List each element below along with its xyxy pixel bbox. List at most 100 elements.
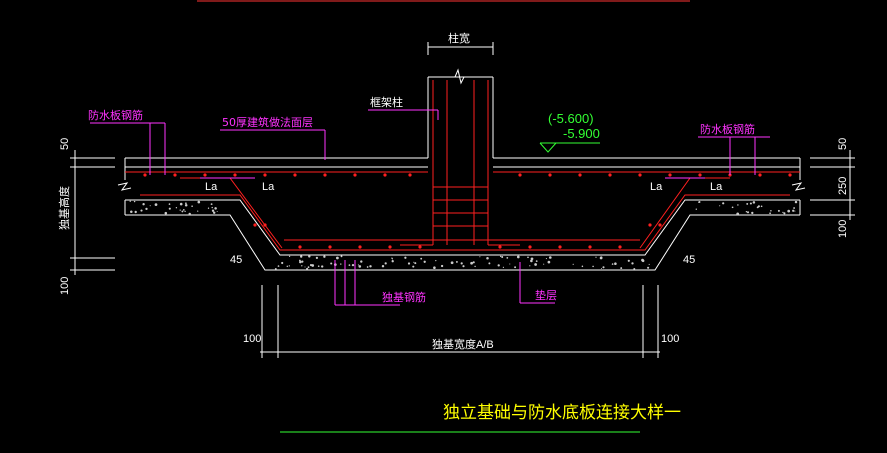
rebar-dot [388, 245, 392, 249]
hatch-dot [191, 205, 193, 207]
angle-right-label: 45 [683, 254, 695, 266]
hatch-dot [506, 257, 509, 259]
dim-bottom-left-100: 100 [243, 333, 261, 345]
hatch-dot [420, 257, 423, 260]
cushion-label: 垫层 [535, 288, 557, 302]
hatch-dot [737, 204, 739, 206]
dim-right-250: 250 [837, 177, 849, 195]
hatch-dot [592, 265, 594, 268]
hatch-dot [782, 211, 784, 214]
hatch-dot [497, 264, 500, 267]
hatch-dot [308, 255, 311, 258]
hatch-dot [179, 202, 183, 206]
rebar-dot [648, 223, 652, 227]
surface-layer-label: 50厚建筑做法面层 [222, 115, 313, 129]
waterproof-rebar-left-label: 防水板钢筋 [88, 108, 143, 122]
rebar-dot [233, 173, 237, 177]
hatch-dot [323, 255, 326, 258]
hatch-dot [140, 209, 143, 212]
hatch-dot [731, 206, 734, 209]
hatch-dot [435, 260, 437, 262]
hatch-dot [530, 259, 533, 263]
hatch-dot [301, 265, 303, 267]
hatch-dot [535, 260, 538, 262]
hatch-dot [175, 207, 178, 209]
hatch-dot [697, 201, 700, 203]
rebar-dot [323, 173, 327, 177]
hatch-dot [340, 255, 343, 258]
hatch-dot [149, 205, 151, 207]
hatch-dot [317, 265, 320, 267]
hatch-dot [547, 260, 551, 264]
la-label-4: La [710, 181, 723, 193]
hatch-dot [752, 201, 756, 204]
hatch-dot [299, 260, 302, 264]
hatch-dot [470, 261, 473, 265]
hatch-dot [211, 209, 215, 212]
hatch-dot [197, 200, 201, 204]
hatch-dot [134, 210, 137, 214]
hatch-dot [216, 211, 218, 212]
hatch-dot [321, 265, 324, 268]
dim-left-100: 100 [59, 277, 71, 295]
angle-left-label: 45 [230, 254, 242, 266]
frame-column [427, 76, 494, 158]
rebar-dot [788, 173, 792, 177]
hatch-dot [351, 263, 355, 267]
hatch-dot [384, 262, 387, 265]
hatch-dot [760, 205, 763, 208]
hatch-dot [479, 256, 481, 258]
rebar-dot [408, 173, 412, 177]
hatch-dot [460, 262, 463, 265]
hatch-dot [197, 210, 199, 212]
dimension-lines [70, 42, 855, 358]
hatch-dot [433, 266, 436, 270]
rebar-dot [528, 245, 532, 249]
hatch-dot [404, 256, 407, 259]
hatch-dot [304, 266, 306, 268]
rebar-dot [698, 173, 702, 177]
rebar-dot [558, 245, 562, 249]
hatch-dot [530, 257, 534, 261]
hatch-dot [648, 263, 650, 265]
hatch-dot [627, 259, 630, 262]
rebar-dot [498, 245, 502, 249]
hatch-dot [214, 207, 217, 210]
hatch-dot [130, 210, 133, 214]
hatch-dot [207, 207, 210, 209]
hatch-dot [545, 258, 547, 260]
la-label-2: La [262, 181, 275, 193]
rebar-dot [253, 223, 257, 227]
hatch-dot [719, 205, 721, 207]
hatch-dot [736, 212, 740, 216]
rebar-dot [578, 173, 582, 177]
hatch-dot [450, 261, 454, 265]
rebar-dot [668, 173, 672, 177]
drawing-title: 独立基础与防水底板连接大样一 [443, 403, 681, 423]
hatch-dot [188, 212, 191, 216]
elevation-lower: -5.900 [563, 126, 600, 141]
hatch-dot [307, 266, 310, 269]
hatch-dot [212, 211, 216, 214]
hatch-dot [600, 268, 602, 269]
la-label-1: La [205, 181, 218, 193]
hatch-dot [182, 209, 185, 211]
rebar-dot [658, 223, 662, 227]
hatch-dot [391, 258, 394, 260]
hatch-dot [129, 200, 131, 202]
rebar-dot [383, 173, 387, 177]
hatch-dot [391, 260, 394, 263]
dim-right-50: 50 [837, 138, 849, 150]
rebar-dot [608, 173, 612, 177]
hatch-dot [794, 210, 796, 212]
hatch-dot [516, 255, 520, 259]
hatch-dot [534, 263, 537, 266]
hatch-dot [641, 259, 645, 263]
hatch-dot [581, 265, 584, 268]
hatch-dot [474, 265, 476, 268]
hatch-dot [792, 209, 795, 212]
rebar-dot [518, 173, 522, 177]
dim-left-50: 50 [59, 138, 71, 150]
hatch-dot [286, 265, 289, 268]
hatch-dot [336, 256, 339, 260]
